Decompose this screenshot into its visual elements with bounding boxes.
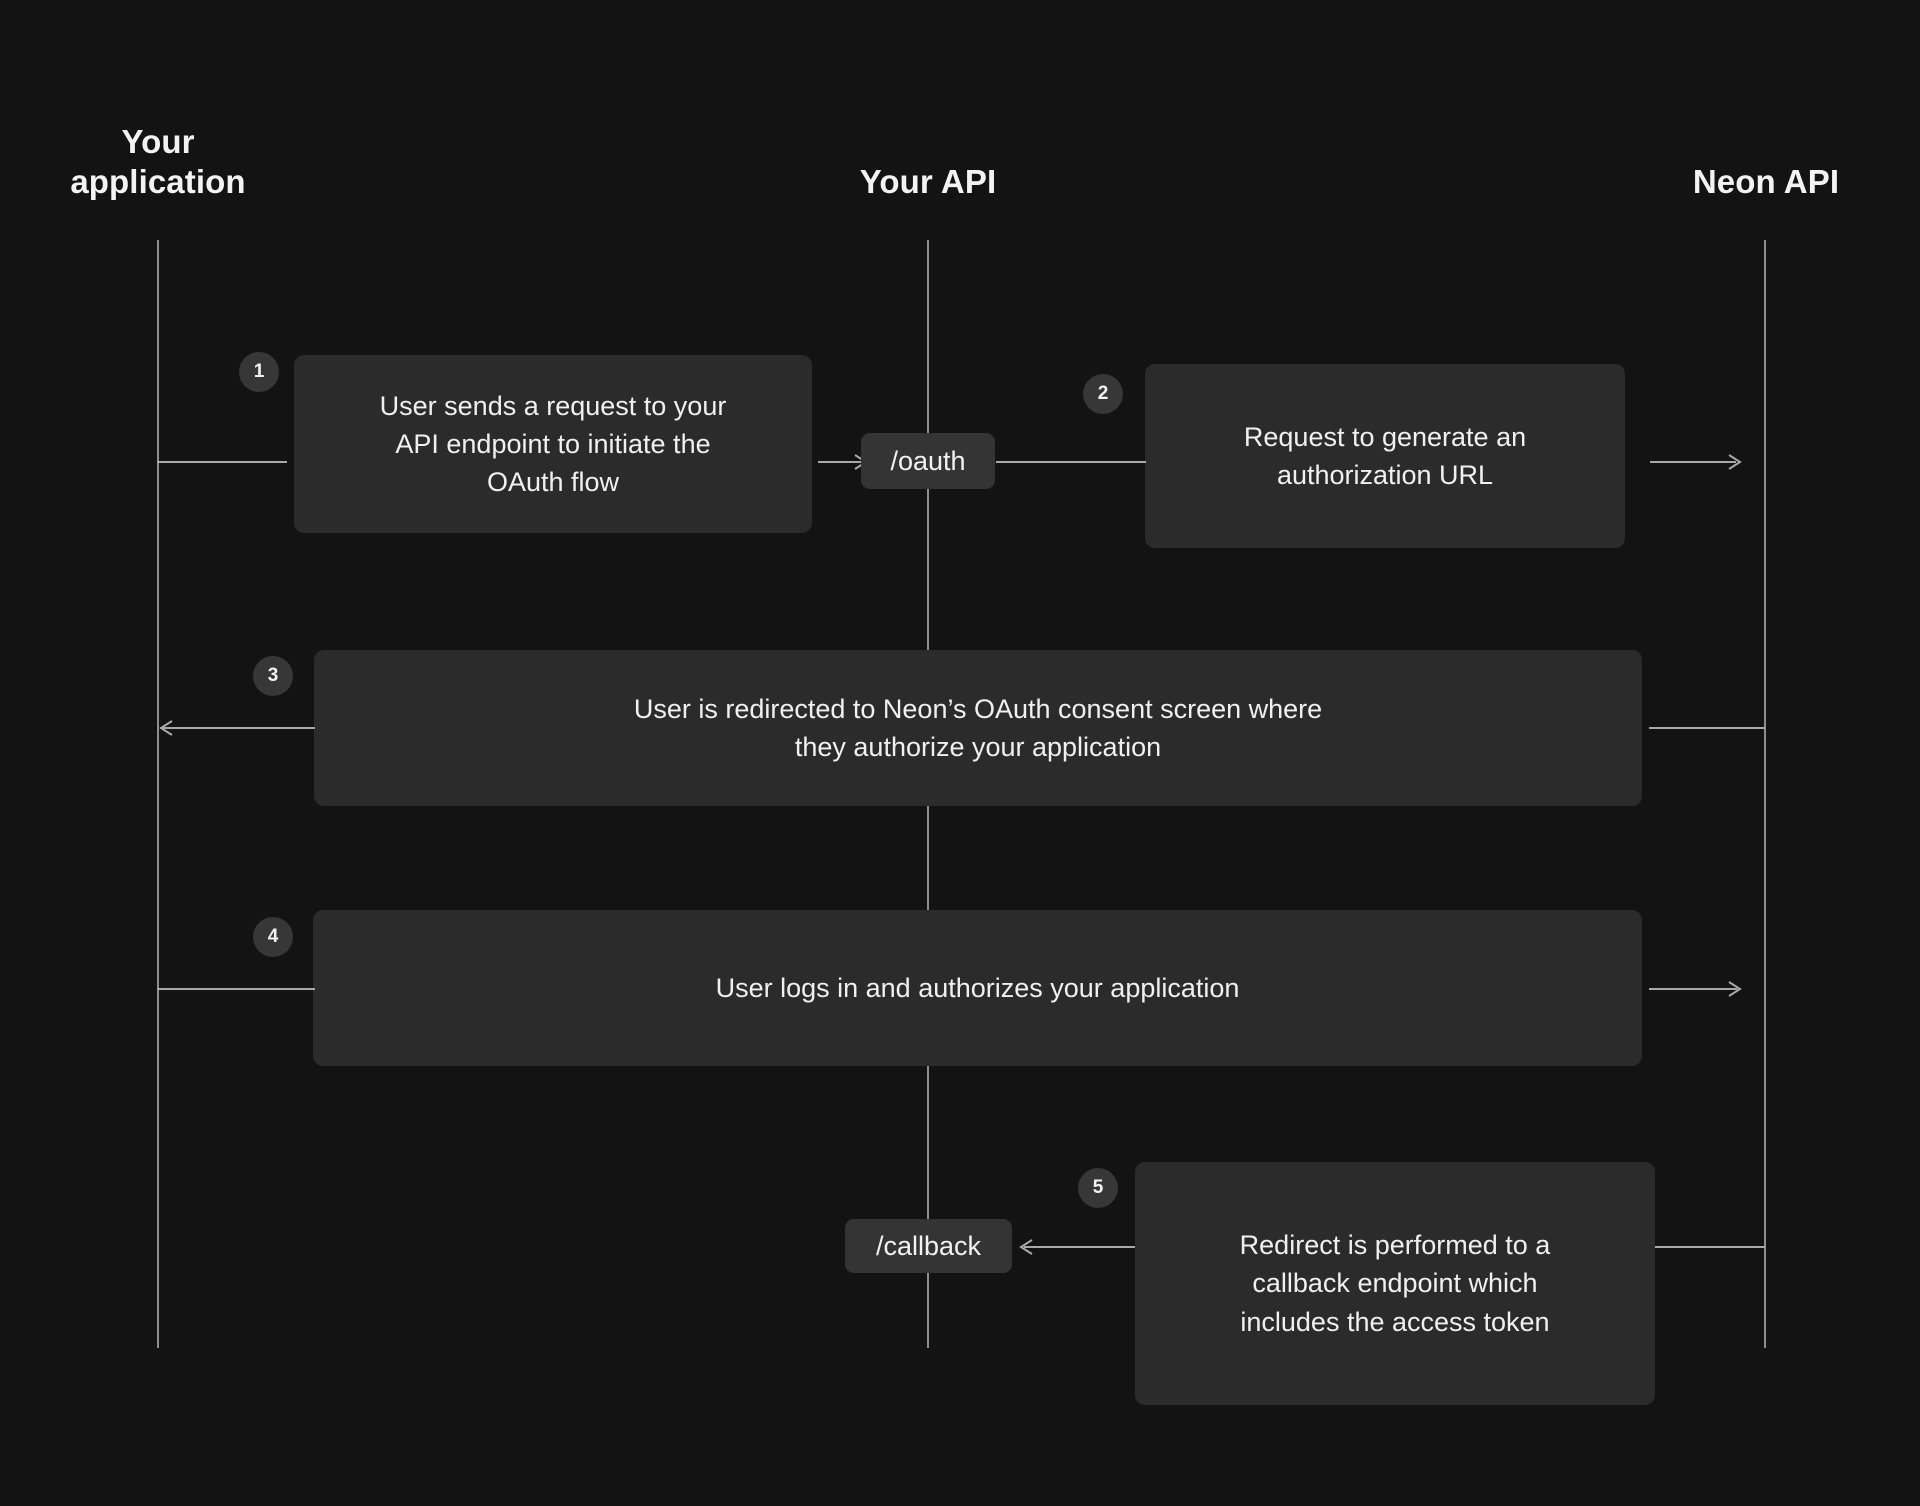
endpoint-chip-callback[interactable]: /callback	[845, 1219, 1012, 1273]
message-box-step-3: User is redirected to Neon’s OAuth conse…	[314, 650, 1642, 806]
step-badge-3: 3	[253, 656, 293, 696]
message-text-step-4: User logs in and authorizes your applica…	[715, 972, 1240, 1003]
message-text-step-3: User is redirected to Neon’s OAuth conse…	[633, 693, 1323, 762]
message-box-step-1: User sends a request to your API endpoin…	[294, 355, 812, 533]
step-badge-5: 5	[1078, 1168, 1118, 1208]
endpoint-chip-oauth[interactable]: /oauth	[861, 433, 995, 489]
message-text-step-1: User sends a request to your API endpoin…	[379, 390, 727, 498]
actor-label-your-api: Your API	[859, 163, 997, 200]
connector-step-1-to-oauth	[818, 461, 862, 463]
connector-step-4-start	[157, 988, 315, 990]
step-badge-1: 1	[239, 352, 279, 392]
connector-step-3-end	[1649, 727, 1765, 729]
lifeline-neon-api	[1764, 240, 1766, 1348]
message-box-step-2: Request to generate an authorization URL	[1145, 364, 1625, 548]
actor-label-neon-api: Neon API	[1692, 163, 1840, 200]
lifeline-your-application	[157, 240, 159, 1348]
arrowhead-step-2-right	[1726, 452, 1746, 472]
message-box-step-4: User logs in and authorizes your applica…	[313, 910, 1642, 1066]
message-box-step-5: Redirect is performed to a callback endp…	[1135, 1162, 1655, 1405]
connector-step-1-start	[157, 461, 287, 463]
arrowhead-step-5-left	[1015, 1237, 1035, 1257]
connector-step-3-start	[163, 727, 315, 729]
step-badge-4: 4	[253, 917, 293, 957]
connector-step-2-end	[1650, 461, 1736, 463]
step-badge-2: 2	[1083, 374, 1123, 414]
connector-step-5-to-callback	[1024, 1246, 1135, 1248]
arrowhead-step-3-left	[155, 718, 175, 738]
arrowhead-step-4-right	[1726, 979, 1746, 999]
message-text-step-5: Redirect is performed to a callback endp…	[1239, 1230, 1551, 1337]
connector-oauth-to-step-2	[996, 461, 1146, 463]
connector-step-4-end	[1649, 988, 1737, 990]
endpoint-chip-oauth-label: /oauth	[890, 445, 966, 476]
actor-label-your-application: Your application	[70, 123, 246, 201]
connector-step-5-start	[1655, 1246, 1765, 1248]
endpoint-chip-callback-label: /callback	[875, 1230, 982, 1261]
message-text-step-2: Request to generate an authorization URL	[1243, 421, 1527, 490]
